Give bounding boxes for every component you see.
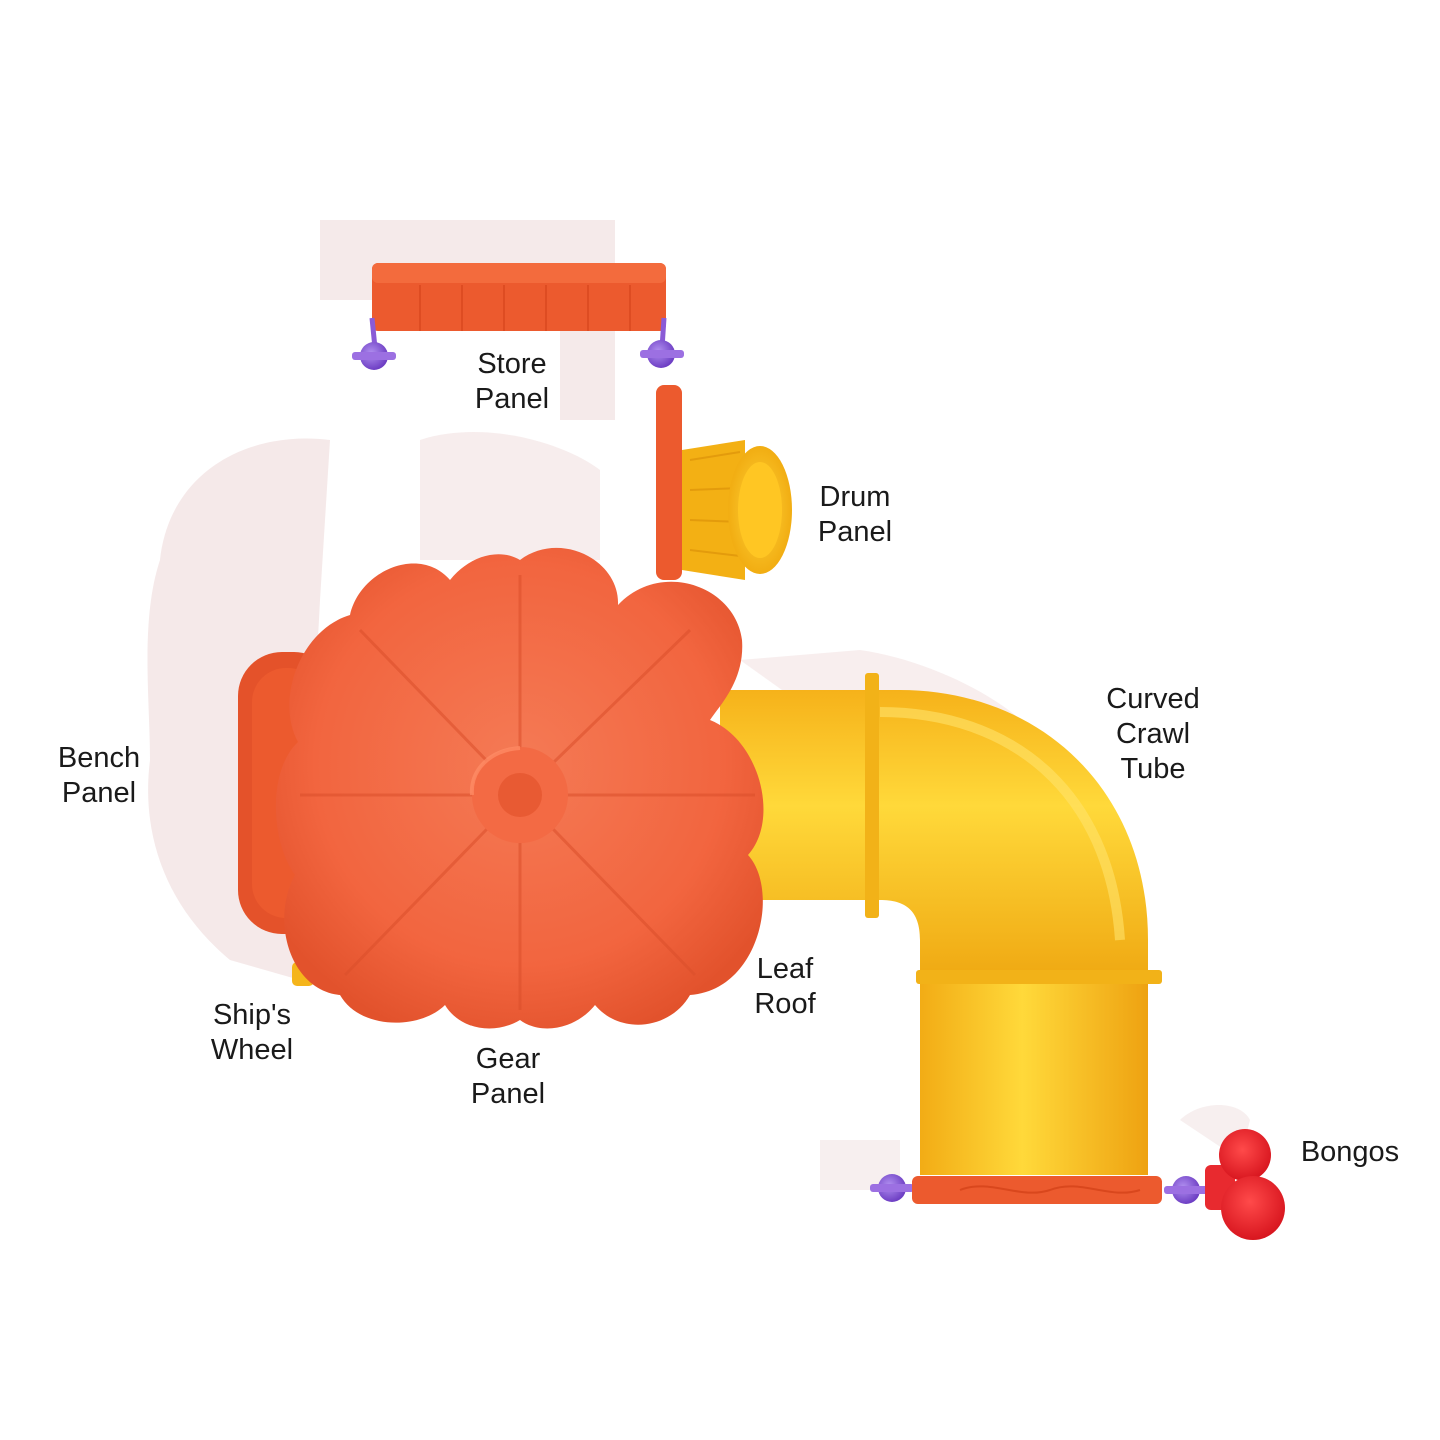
gear-panel-label: Gear Panel (471, 1042, 545, 1112)
gear-panel-label-line1: Gear (475, 1043, 541, 1075)
leaf-roof-label-line1: Leaf (756, 953, 814, 985)
curved-crawl-tube-label: Curved Crawl Tube (1106, 682, 1200, 787)
store-panel-label: Store Panel (475, 347, 549, 417)
bench-panel-label-line2: Panel (61, 777, 137, 809)
drum-panel-label-line2: Panel (817, 516, 893, 548)
curved-crawl-tube-label-line3: Tube (1120, 753, 1186, 785)
drum-panel-label-line1: Drum (819, 481, 891, 513)
drum-panel-label: Drum Panel (818, 480, 892, 550)
store-panel-label-line2: Panel (474, 383, 550, 415)
ships-wheel-label-line2: Wheel (210, 1034, 294, 1066)
bongos-label: Bongos (1301, 1135, 1399, 1170)
curved-crawl-tube (720, 673, 1162, 1175)
bongos-unit (1205, 1129, 1285, 1240)
curved-crawl-tube-label-line2: Crawl (1115, 718, 1191, 750)
bongos-label-line1: Bongos (1300, 1136, 1400, 1168)
leaf-roof-label-line2: Roof (754, 988, 816, 1020)
drum-mount-post (656, 385, 682, 580)
drum-panel (682, 440, 792, 580)
ships-wheel-label: Ship's Wheel (211, 998, 293, 1068)
ships-wheel-label-line1: Ship's (212, 999, 292, 1031)
leaf-roof-label: Leaf Roof (754, 952, 815, 1022)
connector-clamps (352, 340, 1208, 1204)
store-panel (369, 263, 667, 349)
curved-crawl-tube-label-line1: Curved (1106, 683, 1200, 715)
bench-panel-label-line1: Bench (57, 742, 141, 774)
store-panel-label-line1: Store (477, 348, 547, 380)
gear-panel-label-line2: Panel (470, 1078, 546, 1110)
bottom-panel (912, 1176, 1162, 1204)
leaf-roof (275, 547, 764, 1029)
bench-panel-label: Bench Panel (58, 741, 140, 811)
